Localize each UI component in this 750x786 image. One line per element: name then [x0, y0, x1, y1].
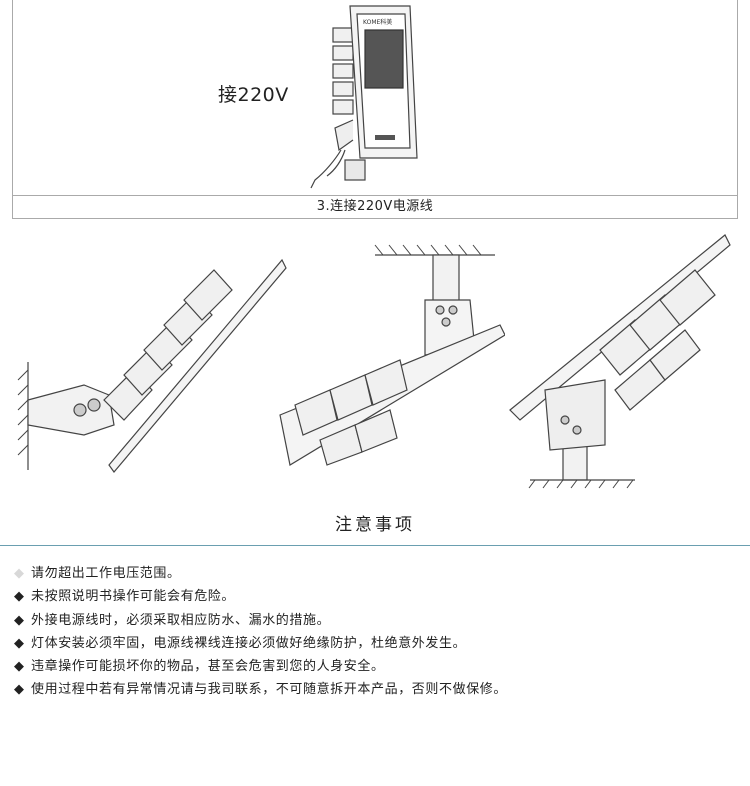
section-divider: [0, 545, 750, 546]
list-item: ◆ 灯体安装必须牢固，电源线裸线连接必须做好绝缘防护，杜绝意外发生。: [14, 632, 507, 655]
list-item: ◆ 外接电源线时，必须采取相应防水、漏水的措施。: [14, 609, 507, 632]
step-caption: 3.连接220V电源线: [12, 195, 738, 219]
floor-mount-illustration: [509, 234, 731, 489]
notice-title: 注意事项: [335, 515, 415, 535]
step-illustration-panel: [12, 0, 738, 195]
notice-list: ◆ 请勿超出工作电压范围。 ◆ 未按照说明书操作可能会有危险。 ◆ 外接电源线时，必须…: [14, 562, 507, 702]
diamond-bullet-icon: ◆: [14, 589, 25, 605]
diamond-bullet-icon: ◆: [14, 659, 25, 675]
diamond-bullet-icon: ◆: [14, 682, 25, 698]
list-item: ◆ 使用过程中若有异常情况请与我司联系，不可随意拆开本产品，否则不做保修。: [14, 678, 507, 701]
notice-text: 未按照说明书操作可能会有危险。: [31, 589, 236, 605]
list-item: ◆ 未按照说明书操作可能会有危险。: [14, 585, 507, 608]
notice-text: 请勿超出工作电压范围。: [31, 566, 181, 581]
diamond-bullet-icon: ◆: [14, 612, 25, 628]
notice-text: 外接电源线时，必须采取相应防水、漏水的措施。: [31, 612, 331, 628]
notice-text: 灯体安装必须牢固，电源线裸线连接必须做好绝缘防护，杜绝意外发生。: [31, 635, 467, 651]
diamond-bullet-icon: ◆: [14, 566, 25, 581]
diamond-bullet-icon: ◆: [14, 635, 25, 651]
notice-text: 使用过程中若有异常情况请与我司联系，不可随意拆开本产品，否则不做保修。: [31, 682, 508, 698]
notice-text: 违章操作可能损坏你的物品，甚至会危害到您的人身安全。: [31, 659, 385, 675]
list-item: ◆ 违章操作可能损坏你的物品，甚至会危害到您的人身安全。: [14, 655, 507, 678]
voltage-label: 接220V: [218, 84, 289, 106]
ceiling-mount-illustration: [279, 244, 505, 466]
fixture-brand-label: KOME科美: [363, 18, 392, 26]
list-item: ◆ 请勿超出工作电压范围。: [14, 562, 507, 585]
floodlight-connection-illustration: KOME科美: [310, 5, 418, 189]
wall-mount-illustration: [17, 258, 287, 473]
